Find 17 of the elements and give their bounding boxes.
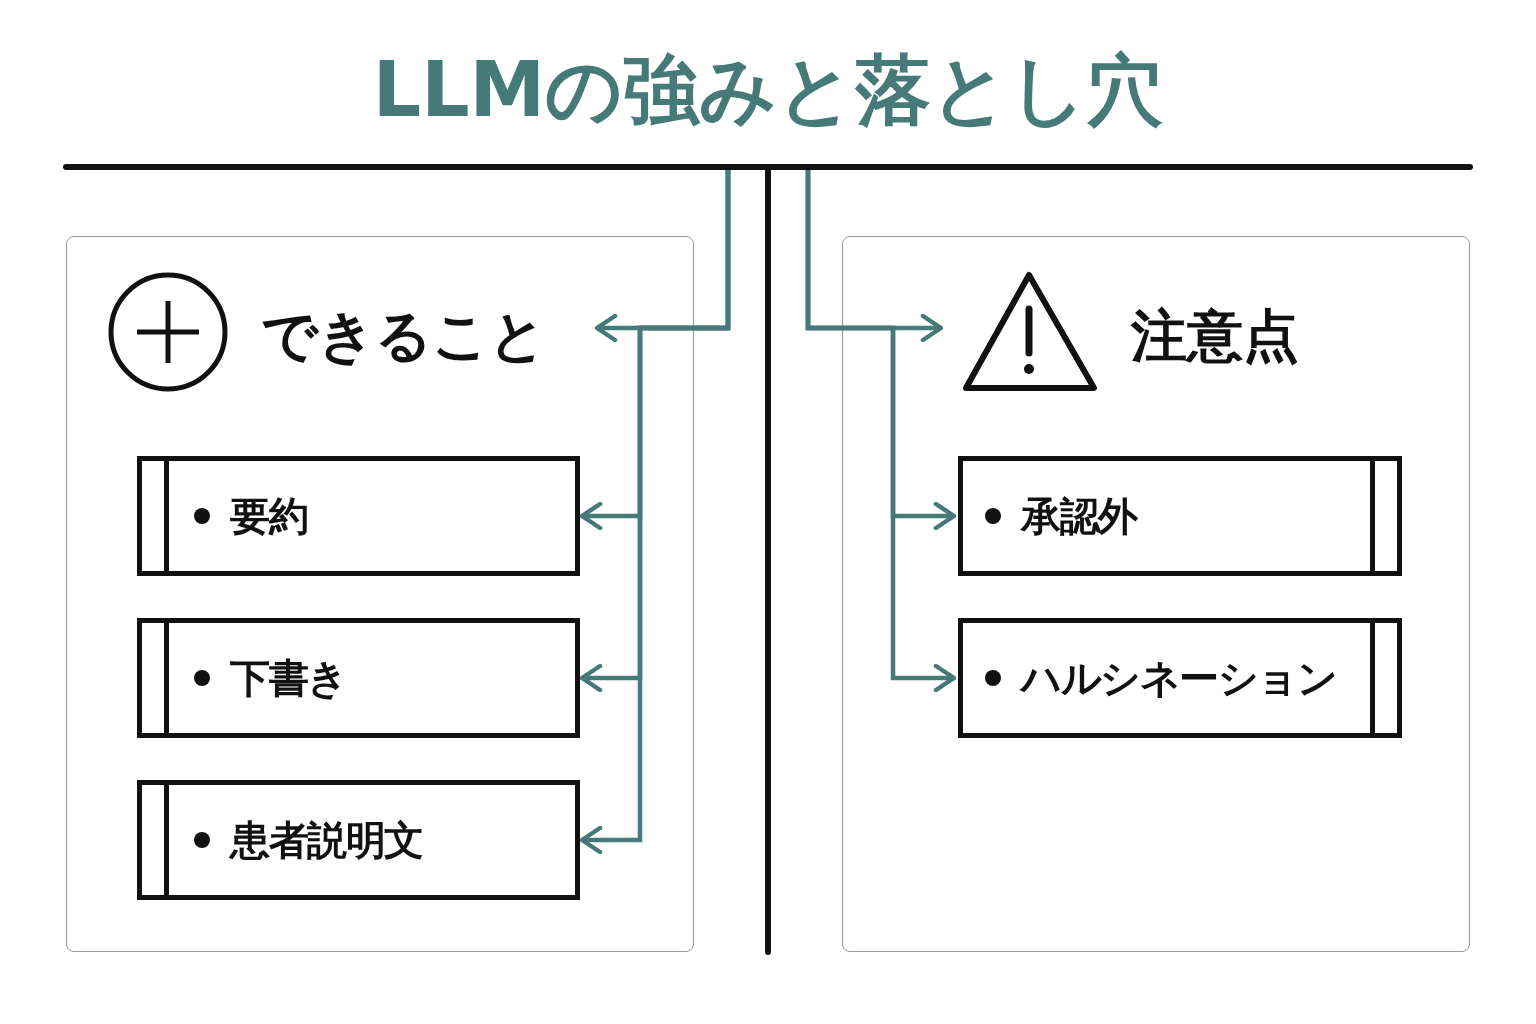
- title: LLMの強みと落とし穴: [371, 44, 1165, 136]
- heading-text: できること: [261, 302, 546, 370]
- heading-text: 注意点: [1131, 302, 1299, 370]
- list-item-box: [958, 618, 1402, 738]
- list-item-box: [958, 456, 1402, 576]
- item-text: 下書き: [230, 654, 347, 703]
- item-text: 要約: [230, 492, 307, 541]
- arrow: [805, 170, 957, 693]
- arrow: [579, 170, 731, 855]
- item-text: 承認外: [1021, 492, 1137, 541]
- item-text: ハルシネーション: [1021, 654, 1336, 703]
- list-item-box: [137, 780, 580, 900]
- list-item-box: [137, 456, 580, 576]
- panel-box: [842, 236, 1470, 952]
- list-item-box: [137, 618, 580, 738]
- panel-box: [66, 236, 694, 952]
- item-text: 患者説明文: [230, 816, 423, 865]
